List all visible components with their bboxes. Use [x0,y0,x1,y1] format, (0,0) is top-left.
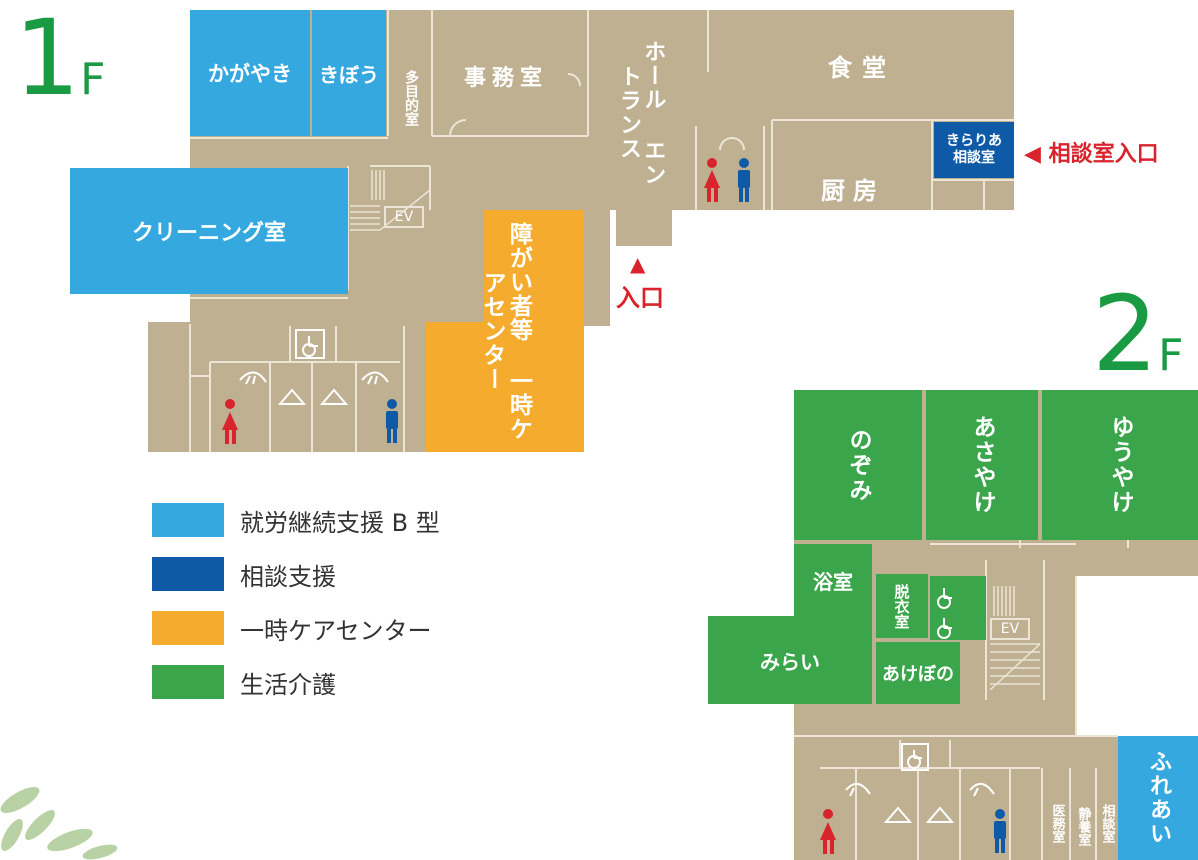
floor-2-number: 2 [1092,273,1159,395]
entrance-arrow-glyph: ▲ [630,252,646,276]
floor-1-number: 1 [14,0,81,119]
female-toilet-icon [222,399,238,444]
legend-label: 生活介護 [240,670,336,699]
hanger-icon [925,806,955,823]
wheelchair-icon [295,329,325,359]
room-hall-entrance-label: ホール エントランス [616,39,666,187]
room-cleaning-label: クリーニング室 [131,221,286,246]
legend-swatch [152,611,224,645]
room-kirari-label: きらりあ 相談室 [946,132,1002,167]
hanger-icon [883,806,913,823]
room-imushitsu[interactable]: 医務室 [1044,790,1070,856]
floor-2-white-gap [1076,576,1198,736]
room-kagayaki[interactable]: かがやき [190,10,310,136]
floor-2-label: 2F [1092,282,1183,386]
room-mirai-label: みらい [760,649,820,674]
floor-2-f: F [1158,330,1184,381]
ev-1f-label: EV [394,209,414,225]
room-akebono-label: あけぼの [882,664,954,685]
room-shokudo[interactable]: 食堂 [712,40,1012,90]
room-jimushitsu-label: 事務室 [463,66,548,91]
room-shogai-notch [426,210,484,322]
wheelchair-icon [937,618,952,639]
shower-icon [239,371,267,385]
room-yokushitsu[interactable]: 浴室 [794,544,872,616]
legend-swatch [152,665,224,699]
room-tamokuteki[interactable]: 多目的室 [394,60,428,136]
room-tamokuteki-label: 多目的室 [403,70,419,126]
room-sodan[interactable]: 相談室 [1096,790,1118,856]
entrance-label-text: 入口 [616,284,664,312]
room-shogai-label: 障がい者等 一時ケアセンター [479,221,532,441]
ev-1f: EV [384,206,424,228]
room-yuuyake-label: ゆうやけ [1107,415,1133,515]
entrance-arrow: ▲ [630,252,645,276]
consult-entrance-text: ◀ 相談室入口 [1024,142,1159,167]
female-toilet-icon [704,158,720,202]
legend-label: 就労継続支援 B 型 [240,508,440,537]
entrance-label: 入口 [616,278,664,313]
room-kibou[interactable]: きぼう [312,10,386,136]
shower-icon [361,371,389,385]
room-seiyo-label: 静養室 [1075,806,1091,846]
legend-label: 相談支援 [240,562,336,591]
wheelchair-icon [901,743,929,771]
legend-item-life-care: 生活介護 [152,664,336,700]
room-fureai[interactable]: ふれあい [1118,736,1198,860]
floor-1-f: F [80,54,106,105]
floor-1-label: 1F [14,6,105,110]
room-jimushitsu[interactable]: 事務室 [436,56,576,96]
room-kibou-label: きぼう [319,62,379,87]
wheelchair-icon [937,588,952,609]
legend-item-work-b: 就労継続支援 B 型 [152,502,440,538]
room-datsui-label: 脱衣室 [892,583,911,629]
room-yuuyake[interactable]: ゆうやけ [1042,390,1198,540]
legend-label: 一時ケアセンター [240,616,432,645]
legend-item-temp-care: 一時ケアセンター [152,610,432,646]
consult-entrance-label: ◀ 相談室入口 [1024,136,1159,168]
room-asayake-label: あさやけ [969,415,995,515]
room-yokushitsu-label: 浴室 [813,569,853,594]
room-imushitsu-label: 医務室 [1049,803,1065,843]
room-sodan-label: 相談室 [1099,803,1115,843]
room-cleaning[interactable]: クリーニング室 [70,168,348,294]
room-mirai[interactable]: みらい [708,616,872,704]
shower-icon [969,783,995,797]
room-hall-entrance[interactable]: ホール エントランス [610,28,670,198]
legend-swatch [152,503,224,537]
room-seiyo[interactable]: 静養室 [1072,796,1094,856]
room-fureai-label: ふれあい [1146,750,1171,846]
room-nozomi-label: のぞみ [845,427,871,503]
ev-2f-label: EV [1000,621,1020,637]
room-datsui[interactable]: 脱衣室 [876,574,928,638]
room-chubo[interactable]: 厨房 [776,168,930,208]
male-toilet-icon [738,158,750,202]
floor-1-toilet-block [672,120,768,210]
room-kagayaki-label: かがやき [208,62,292,86]
male-toilet-icon [994,809,1006,853]
room-chubo-label: 厨房 [821,176,885,205]
room-akebono[interactable]: あけぼの [876,642,960,704]
legend-swatch [152,557,224,591]
room-kirari-consult[interactable]: きらりあ 相談室 [934,122,1014,178]
foliage-decoration [0,787,118,860]
ev-2f: EV [990,618,1030,640]
male-toilet-icon [386,399,398,443]
hanger-icon [277,388,307,405]
legend-item-consult: 相談支援 [152,556,336,592]
room-shokudo-label: 食堂 [828,53,896,82]
room-nozomi[interactable]: のぞみ [794,390,922,540]
female-toilet-icon [820,809,836,854]
hanger-icon [319,388,349,405]
shower-icon [845,783,871,797]
floor-1-entrance-porch [616,200,672,246]
room-asayake[interactable]: あさやけ [926,390,1038,540]
